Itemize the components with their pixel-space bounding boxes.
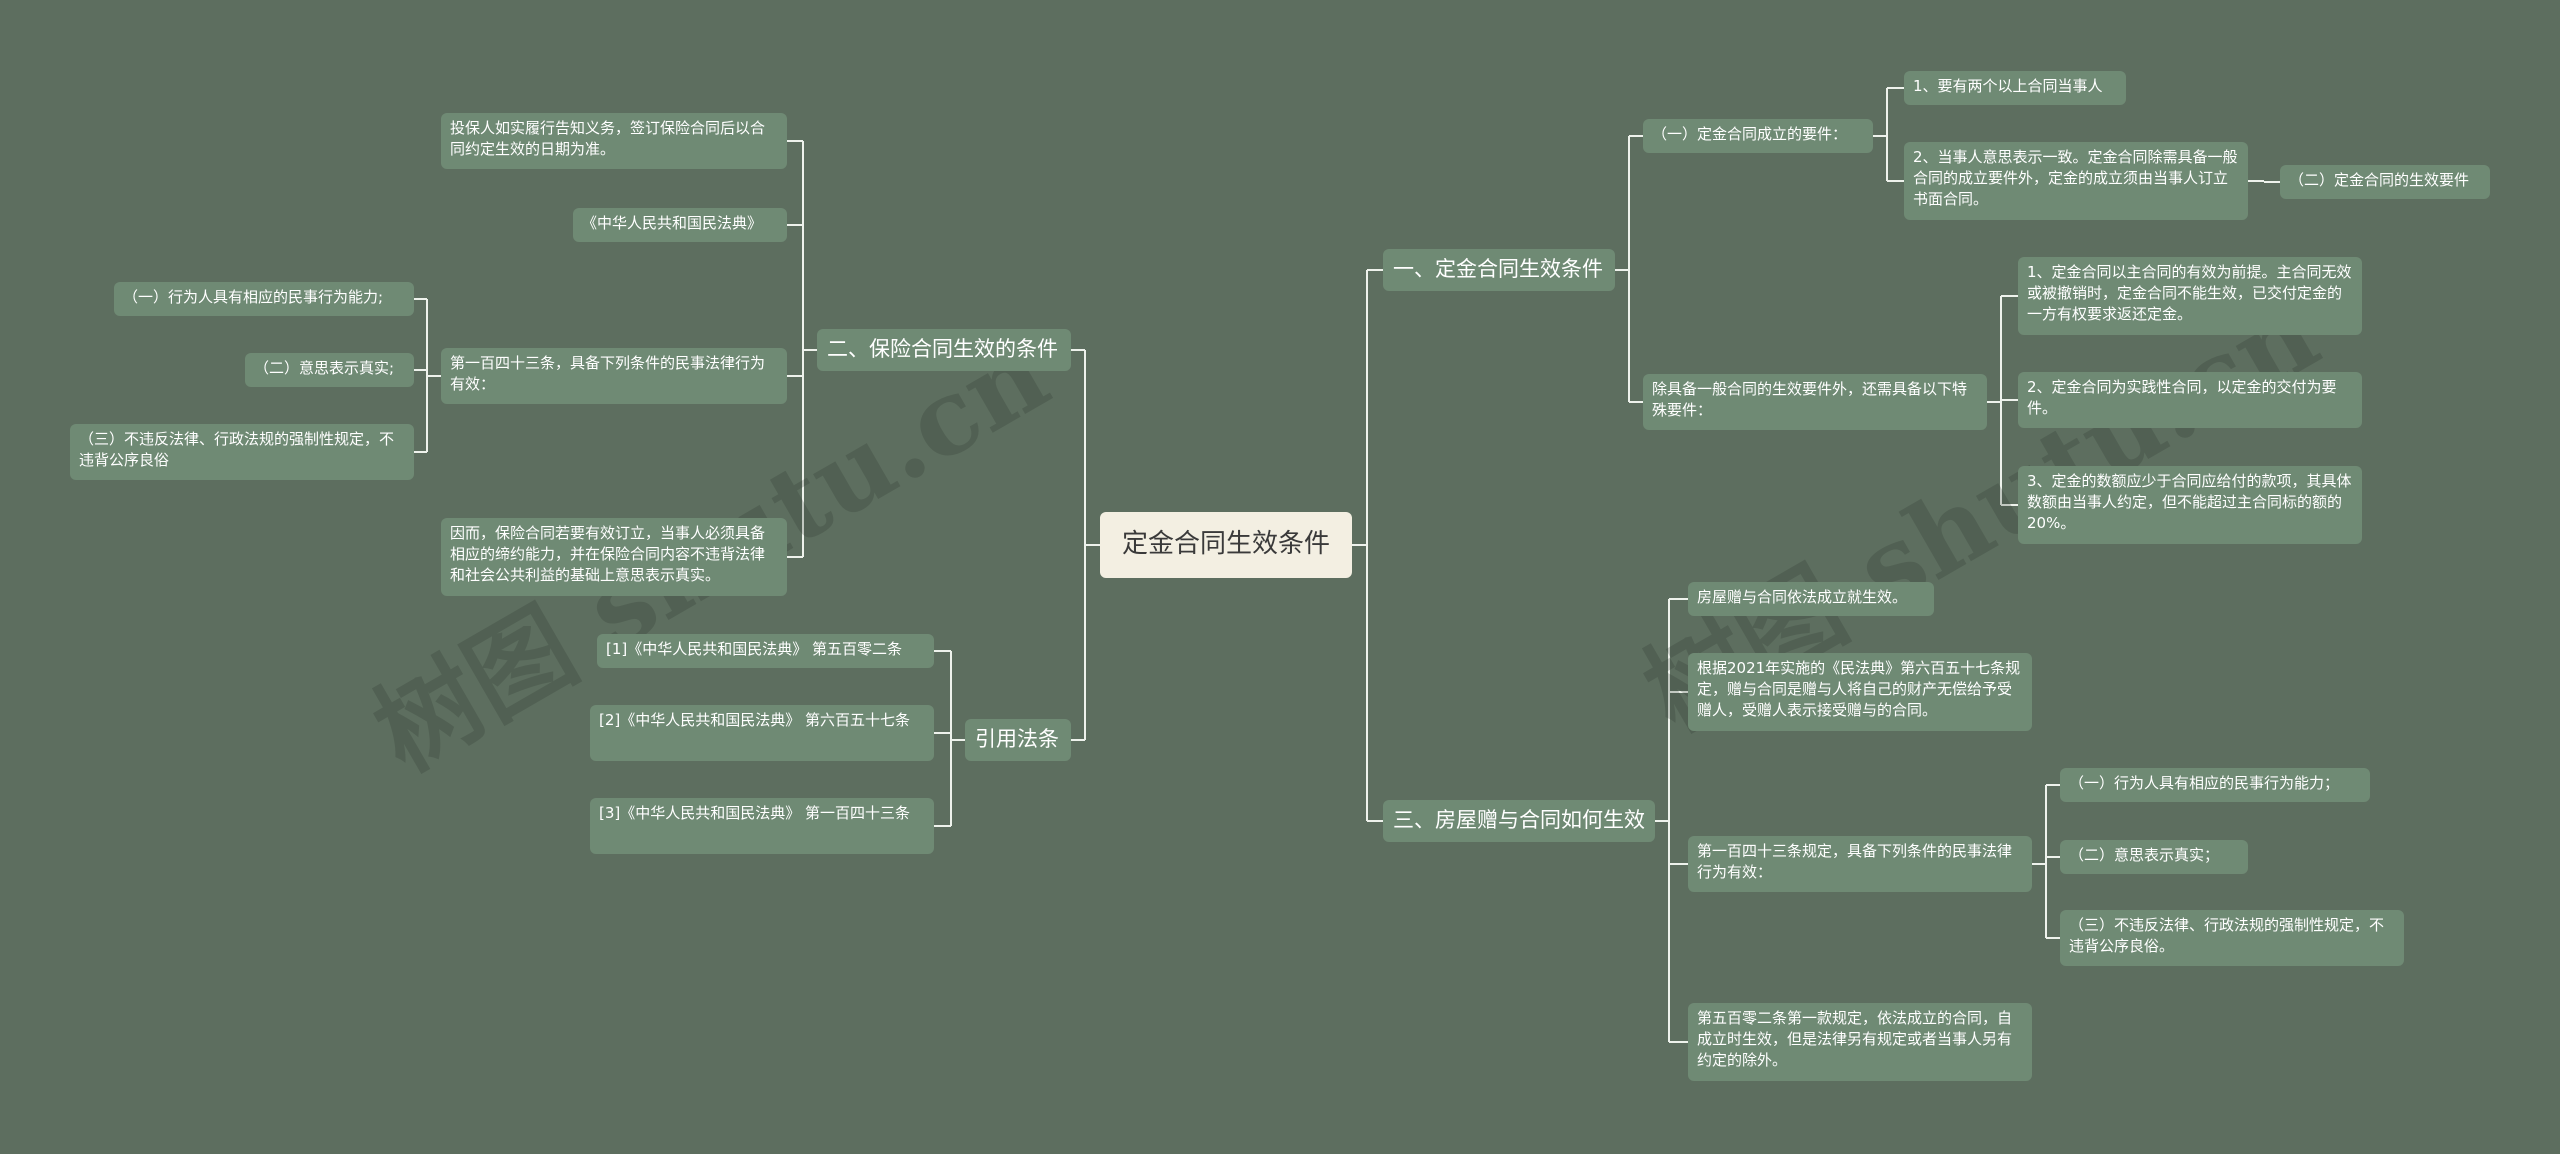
connector-5: [1987, 295, 2018, 506]
node-ins-legality[interactable]: （三）不违反法律、行政法规的强制性规定，不违背公序良俗: [70, 424, 414, 480]
connector-4: [2248, 180, 2280, 183]
node-ins-capacity[interactable]: （一）行为人具有相应的民事行为能力;: [114, 282, 414, 316]
connector-3: [1873, 87, 1904, 182]
connector-2: [1615, 135, 1643, 403]
node-main-contract-premise[interactable]: 1、定金合同以主合同的有效为前提。主合同无效或被撤销时，定金合同不能生效，已交付…: [2018, 257, 2362, 335]
node-cite-657[interactable]: [2]《中华人民共和国民法典》 第六百五十七条: [590, 705, 934, 761]
branch-house-gift[interactable]: 三、房屋赠与合同如何生效: [1383, 800, 1655, 842]
node-gift-effective[interactable]: 房屋赠与合同依法成立就生效。: [1688, 582, 1934, 616]
node-parties[interactable]: 1、要有两个以上合同当事人: [1904, 71, 2126, 105]
node-gift-definition[interactable]: 根据2021年实施的《民法典》第六百五十七条规定，赠与合同是赠与人将自己的财产无…: [1688, 653, 2032, 731]
node-cite-143[interactable]: [3]《中华人民共和国民法典》 第一百四十三条: [590, 798, 934, 854]
node-effect-requirements[interactable]: （二）定金合同的生效要件: [2280, 165, 2490, 199]
node-ins-true-intent[interactable]: （二）意思表示真实;: [245, 353, 414, 387]
connector-0: [1352, 269, 1383, 822]
node-deposit-formation[interactable]: （一）定金合同成立的要件：: [1643, 119, 1873, 153]
node-gift-capacity[interactable]: （一）行为人具有相应的民事行为能力；: [2060, 768, 2370, 802]
node-gift-article143[interactable]: 第一百四十三条规定，具备下列条件的民事法律行为有效：: [1688, 836, 2032, 892]
branch-cited-laws[interactable]: 引用法条: [965, 719, 1071, 761]
node-practical-contract[interactable]: 2、定金合同为实践性合同，以定金的交付为要件。: [2018, 372, 2362, 428]
connector-8: [787, 140, 817, 558]
branch-deposit-contract[interactable]: 一、定金合同生效条件: [1383, 249, 1615, 291]
node-ins-article143[interactable]: 第一百四十三条，具备下列条件的民事法律行为有效：: [441, 348, 787, 404]
node-gift-article502[interactable]: 第五百零二条第一款规定，依法成立的合同，自成立时生效，但是法律另有规定或者当事人…: [1688, 1003, 2032, 1081]
connector-9: [414, 298, 441, 453]
node-agreement[interactable]: 2、当事人意思表示一致。定金合同除需具备一般合同的成立要件外，定金的成立须由当事…: [1904, 142, 2248, 220]
node-civil-code[interactable]: 《中华人民共和国民法典》: [573, 208, 787, 242]
node-ins-conclusion[interactable]: 因而，保险合同若要有效订立，当事人必须具备相应的缔约能力，并在保险合同内容不违背…: [441, 518, 787, 596]
node-gift-true-intent[interactable]: （二）意思表示真实；: [2060, 840, 2248, 874]
connector-10: [934, 650, 965, 827]
root-node[interactable]: 定金合同生效条件: [1100, 512, 1352, 578]
connector-6: [1655, 598, 1688, 1043]
node-cite-502[interactable]: [1]《中华人民共和国民法典》 第五百零二条: [597, 634, 934, 668]
node-amount-limit[interactable]: 3、定金的数额应少于合同应给付的款项，其具体数额由当事人约定，但不能超过主合同标…: [2018, 466, 2362, 544]
node-special-requirements[interactable]: 除具备一般合同的生效要件外，还需具备以下特殊要件：: [1643, 374, 1987, 430]
node-gift-legality[interactable]: （三）不违反法律、行政法规的强制性规定，不违背公序良俗。: [2060, 910, 2404, 966]
branch-insurance-contract[interactable]: 二、保险合同生效的条件: [817, 329, 1071, 371]
connector-7: [2032, 784, 2060, 939]
node-insurance-disclosure[interactable]: 投保人如实履行告知义务，签订保险合同后以合同约定生效的日期为准。: [441, 113, 787, 169]
connector-1: [1071, 349, 1100, 741]
